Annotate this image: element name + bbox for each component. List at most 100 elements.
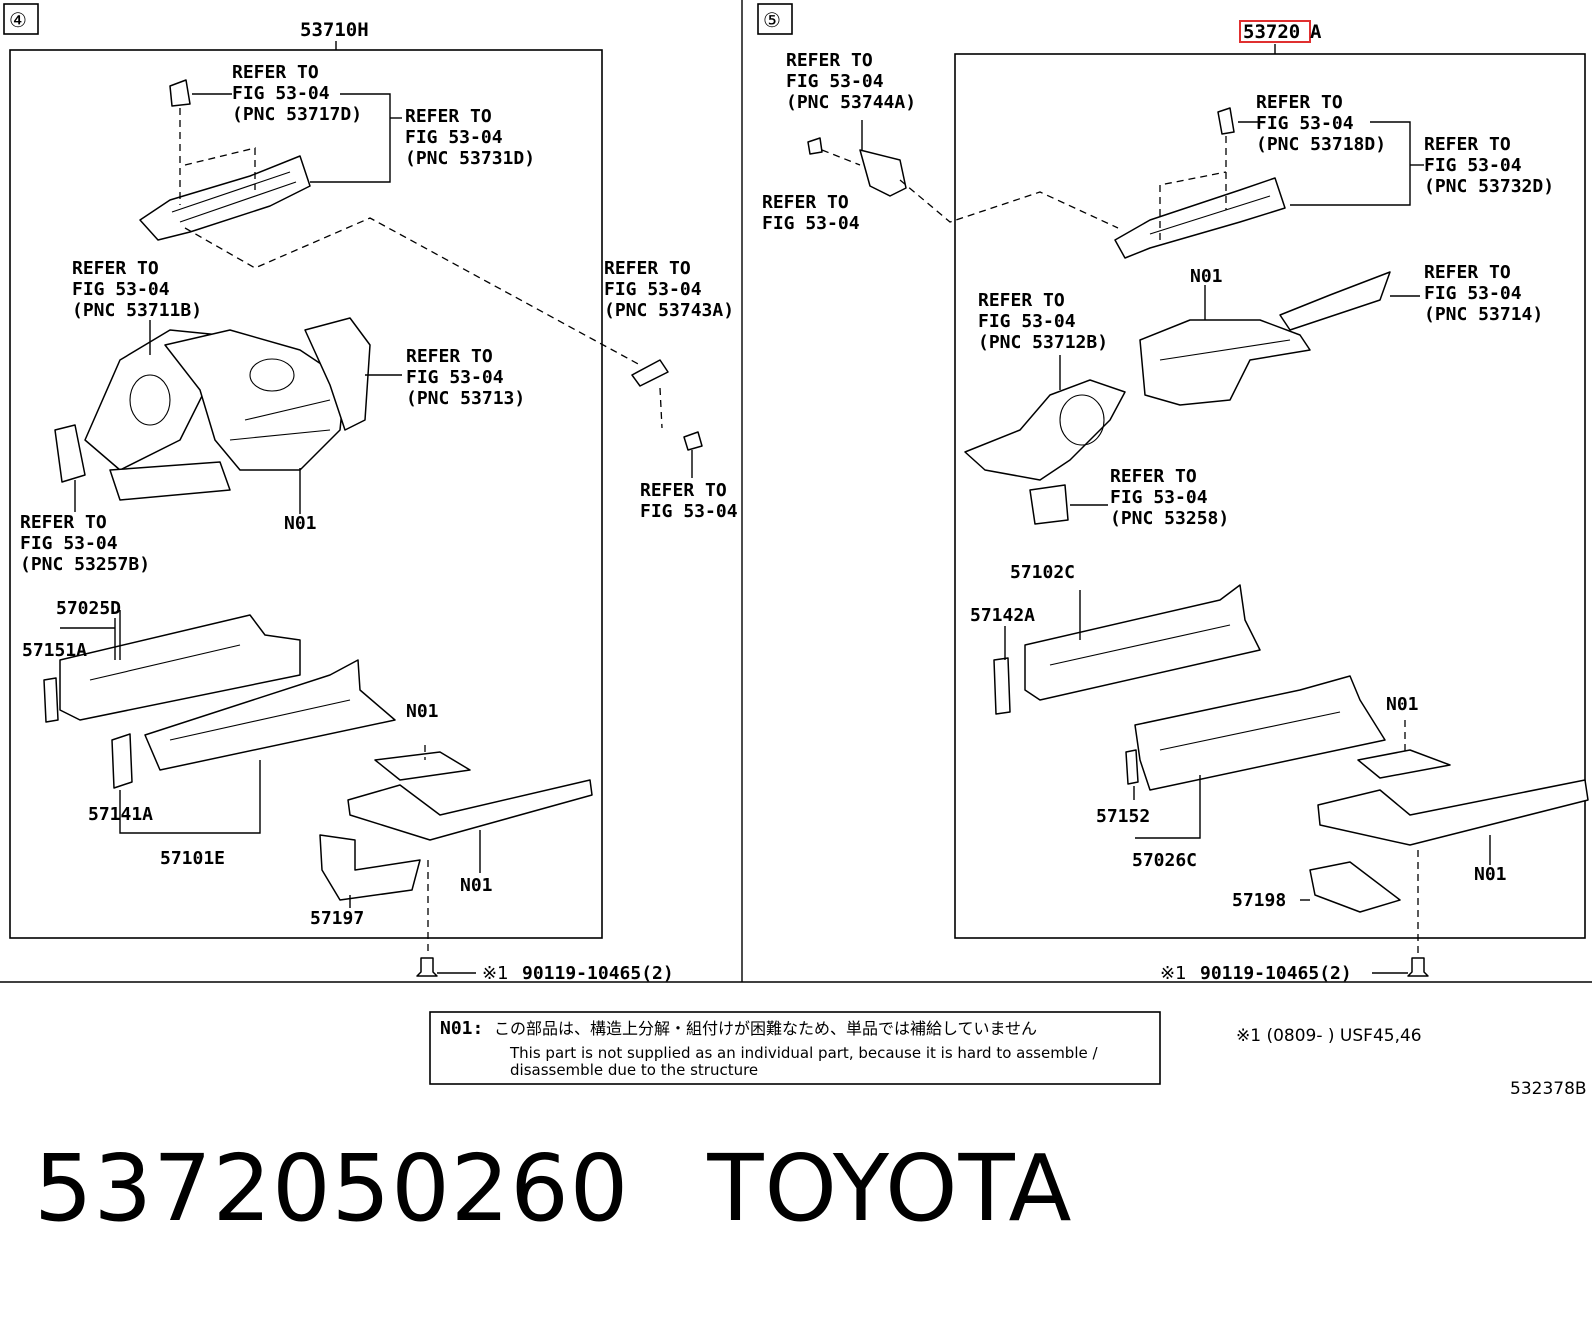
svg-text:(PNC 53732D): (PNC 53732D) <box>1424 176 1554 197</box>
svg-text:FIG 53-04: FIG 53-04 <box>72 279 170 300</box>
svg-text:FIG 53-04: FIG 53-04 <box>786 71 884 92</box>
svg-text:(PNC 53257B): (PNC 53257B) <box>20 554 150 575</box>
side-member-57025d <box>59 614 301 721</box>
assembly-pnc-label: 53710H <box>300 19 369 41</box>
right-wheelhouse-part <box>964 379 1126 481</box>
svg-text:FIG 53-04: FIG 53-04 <box>405 127 503 148</box>
label-57101e: 57101E <box>160 848 225 869</box>
brand-name: TOYOTA <box>707 1135 1073 1242</box>
label-57152: 57152 <box>1096 806 1150 827</box>
right-panel: ⑤ 53720 A REFER TO FIG 53-04 (PNC 53744A… <box>757 3 1589 984</box>
outer-clip <box>807 137 823 155</box>
svg-text:FIG 53-04: FIG 53-04 <box>604 279 702 300</box>
bracket-n01-left <box>374 751 471 781</box>
bolt-note-mark: ※1 <box>1160 963 1187 984</box>
label-57197: 57197 <box>310 908 364 929</box>
plate-57151a <box>43 677 59 723</box>
bracket-part <box>1217 107 1235 135</box>
label-57102c: 57102C <box>1010 562 1075 583</box>
label-57141a: 57141A <box>88 804 153 825</box>
svg-text:(PNC 53714): (PNC 53714) <box>1424 304 1543 325</box>
svg-text:FIG 53-04: FIG 53-04 <box>640 501 738 522</box>
part-title: 5372050260 TOYOTA <box>34 1135 1073 1242</box>
rocker-n01-right <box>1317 779 1589 846</box>
ref-53718d: REFER TO FIG 53-04 (PNC 53718D) <box>1256 92 1386 155</box>
svg-text:REFER TO: REFER TO <box>405 106 492 127</box>
ref-53712b: REFER TO FIG 53-04 (PNC 53712B) <box>978 290 1108 353</box>
bracket-57198 <box>1309 861 1401 913</box>
left-bracket-53257b <box>54 424 86 483</box>
ref-53731d: REFER TO FIG 53-04 (PNC 53731D) <box>405 106 535 169</box>
svg-text:REFER TO: REFER TO <box>978 290 1065 311</box>
left-panel: ④ 53710H REFER TO FIG 53-04 (PNC 53717D)… <box>3 3 738 984</box>
svg-text:REFER TO: REFER TO <box>762 192 849 213</box>
ref-53713: REFER TO FIG 53-04 (PNC 53713) <box>406 346 525 409</box>
ref-clip-right: REFER TO FIG 53-04 <box>762 192 860 234</box>
svg-text:REFER TO: REFER TO <box>406 346 493 367</box>
bolt-icon <box>416 957 438 977</box>
n01-label: N01 <box>1190 266 1223 287</box>
figure-code: 532378B <box>1510 1079 1587 1099</box>
svg-text:(PNC 53744A): (PNC 53744A) <box>786 92 916 113</box>
svg-text:FIG 53-04: FIG 53-04 <box>232 83 330 104</box>
left-apron-part <box>164 329 346 471</box>
ref-53743a: REFER TO FIG 53-04 (PNC 53743A) <box>604 258 734 321</box>
svg-text:FIG 53-04: FIG 53-04 <box>1110 487 1208 508</box>
right-bracket-53714 <box>1279 271 1391 331</box>
svg-text:(PNC 53731D): (PNC 53731D) <box>405 148 535 169</box>
side-member-57026c <box>1134 675 1386 791</box>
outer-bracket-53744a <box>859 149 907 197</box>
upper-rail-part <box>139 155 311 241</box>
plate-57142a <box>993 657 1011 715</box>
svg-text:FIG 53-04: FIG 53-04 <box>1424 283 1522 304</box>
svg-text:(PNC 53717D): (PNC 53717D) <box>232 104 362 125</box>
label-57142a: 57142A <box>970 605 1035 626</box>
svg-text:FIG 53-04: FIG 53-04 <box>762 213 860 234</box>
svg-text:(PNC 53711B): (PNC 53711B) <box>72 300 202 321</box>
svg-text:(PNC 53713): (PNC 53713) <box>406 388 525 409</box>
svg-text:(PNC 53712B): (PNC 53712B) <box>978 332 1108 353</box>
right-apron-part <box>1139 319 1311 406</box>
svg-text:REFER TO: REFER TO <box>72 258 159 279</box>
n01-label: N01 <box>406 701 439 722</box>
svg-text:REFER TO: REFER TO <box>604 258 691 279</box>
svg-text:FIG 53-04: FIG 53-04 <box>406 367 504 388</box>
section-marker-4: ④ <box>9 8 27 32</box>
label-57151a: 57151A <box>22 640 87 661</box>
left-bracket-53713 <box>304 317 371 431</box>
svg-text:FIG 53-04: FIG 53-04 <box>1424 155 1522 176</box>
assembly-boundary <box>9 49 603 939</box>
bolt-note-mark: ※1 <box>482 963 509 984</box>
label-57026c: 57026C <box>1132 850 1197 871</box>
highlighted-pnc-box <box>1239 20 1311 43</box>
plate-57152 <box>1125 749 1139 785</box>
assembly-pnc-suffix: A <box>1310 21 1322 43</box>
label-57025d: 57025D <box>56 598 121 619</box>
svg-text:REFER TO: REFER TO <box>20 512 107 533</box>
plate-57141a <box>111 733 133 789</box>
part-number: 5372050260 <box>34 1135 630 1242</box>
svg-text:(PNC 53258): (PNC 53258) <box>1110 508 1229 529</box>
ref-53258: REFER TO FIG 53-04 (PNC 53258) <box>1110 466 1229 529</box>
n01-label: N01 <box>460 875 493 896</box>
svg-text:REFER TO: REFER TO <box>1424 262 1511 283</box>
outer-bolt <box>683 431 703 451</box>
svg-text:REFER TO: REFER TO <box>232 62 319 83</box>
bolt-icon <box>1407 957 1429 977</box>
svg-text:REFER TO: REFER TO <box>640 480 727 501</box>
n01-note: N01: この部品は、構造上分解・組付けが困難なため、単品では補給していません … <box>429 1011 1161 1085</box>
n01-label: N01 <box>284 513 317 534</box>
bracket-57197 <box>319 834 421 901</box>
rocker-n01-left <box>347 779 593 841</box>
ref-53744a: REFER TO FIG 53-04 (PNC 53744A) <box>786 50 916 113</box>
ref-53732d: REFER TO FIG 53-04 (PNC 53732D) <box>1424 134 1554 197</box>
side-member-57101e <box>144 659 396 771</box>
side-member-57102c <box>1024 584 1261 701</box>
assembly-pnc-highlighted: 53720 <box>1243 21 1300 43</box>
assembly-boundary <box>954 53 1586 939</box>
note-code: N01: <box>440 1018 483 1039</box>
svg-text:REFER TO: REFER TO <box>1424 134 1511 155</box>
bracket-n01-right <box>1357 749 1451 779</box>
section-marker-box <box>757 3 793 35</box>
